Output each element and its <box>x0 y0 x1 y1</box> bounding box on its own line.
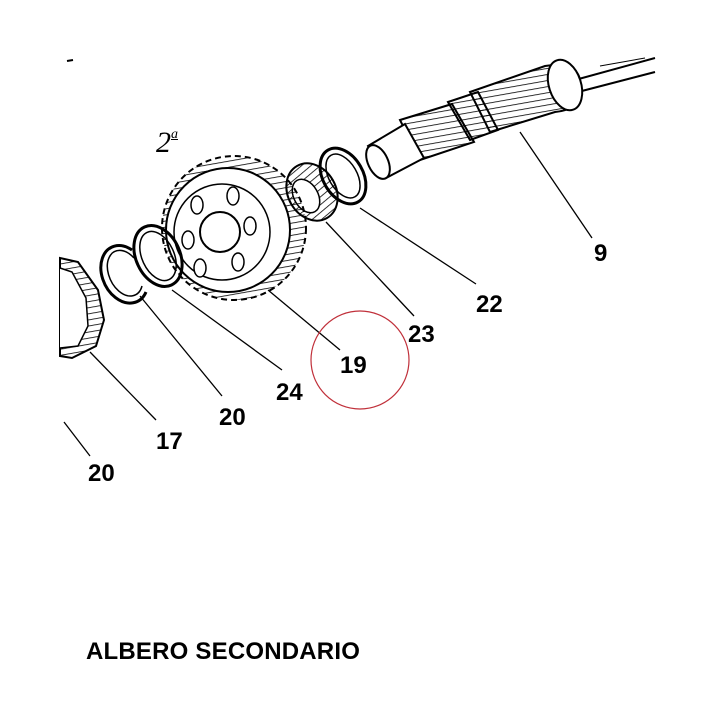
leader-24 <box>171 289 283 371</box>
leader-19 <box>267 289 341 351</box>
callout-20-lower: 20 <box>88 460 115 487</box>
callout-23: 23 <box>408 321 435 348</box>
gear-mark-suffix: a <box>171 127 178 142</box>
leader-20a <box>139 295 223 397</box>
callout-24: 24 <box>276 379 303 406</box>
thrust-ring-24 <box>132 224 184 288</box>
callout-19: 19 <box>340 352 367 379</box>
callout-9: 9 <box>594 240 608 267</box>
highlight-circle <box>310 310 410 410</box>
gear-designation-mark: 2a <box>156 128 178 158</box>
leader-9 <box>519 131 593 239</box>
secondary-shaft <box>365 57 656 180</box>
leader-20b <box>63 421 91 457</box>
callout-20-upper: 20 <box>219 404 246 431</box>
gear-mark-number: 2 <box>156 126 171 159</box>
callout-17: 17 <box>156 428 183 455</box>
circlip-20 <box>99 244 148 305</box>
callout-22: 22 <box>476 291 503 318</box>
gear-17 <box>59 256 106 360</box>
stray-mark <box>66 59 74 62</box>
leader-22 <box>359 207 477 285</box>
second-gear-19 <box>161 155 307 301</box>
diagram-caption: ALBERO SECONDARIO <box>86 638 361 665</box>
leader-23 <box>325 221 415 317</box>
leader-17 <box>89 351 157 421</box>
